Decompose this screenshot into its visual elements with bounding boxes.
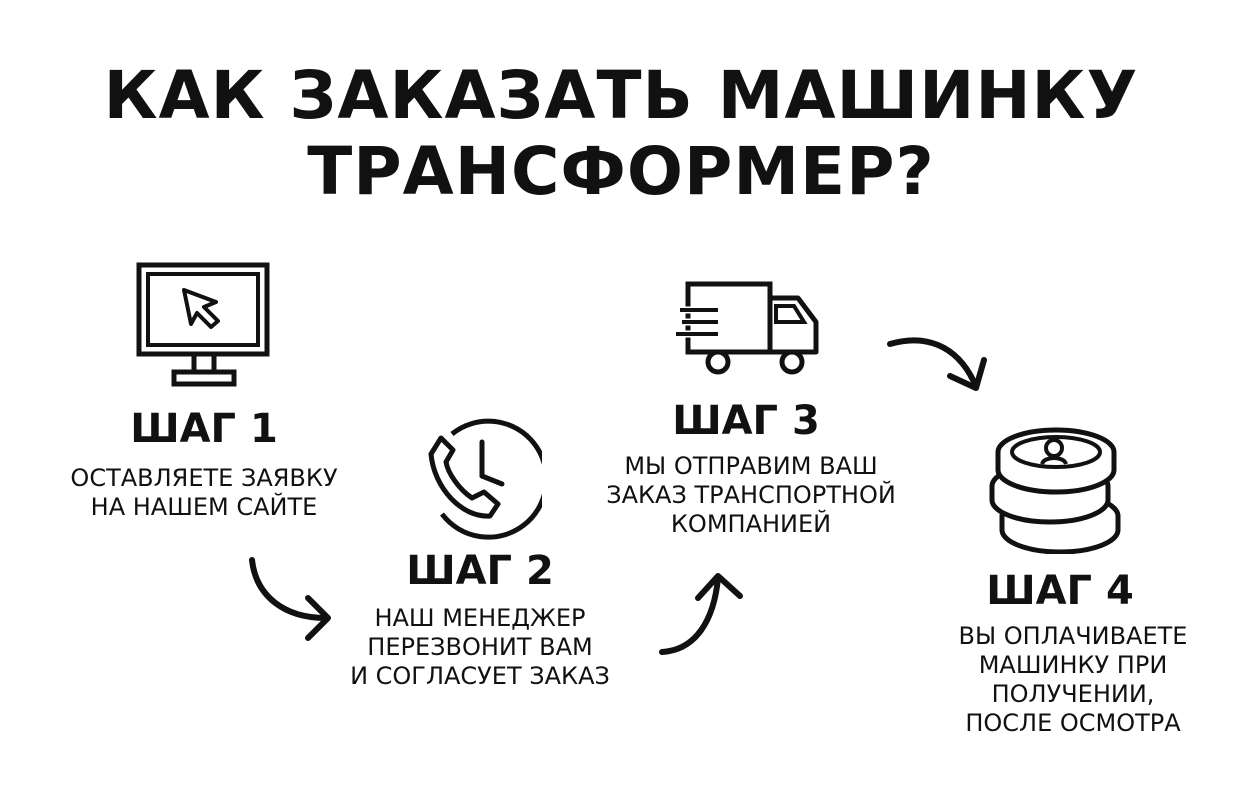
coin-stack-icon — [989, 427, 1121, 554]
step-3-line-1: МЫ ОТПРАВИМ ВАШ — [624, 452, 878, 480]
step-4-description: ВЫ ОПЛАЧИВАЕТЕ МАШИНКУ ПРИ ПОЛУЧЕНИИ, ПО… — [938, 622, 1208, 738]
step-4-title: ШАГ 4 — [986, 568, 1134, 614]
step-2-description: НАШ МЕНЕДЖЕР ПЕРЕЗВОНИТ ВАМ И СОГЛАСУЕТ … — [334, 604, 626, 691]
step-2-line-2: ПЕРЕЗВОНИТ ВАМ — [367, 633, 593, 661]
arrow-step3-to-step4 — [887, 337, 987, 391]
step-2-line-3: И СОГЛАСУЕТ ЗАКАЗ — [350, 662, 610, 690]
step-3-line-2: ЗАКАЗ ТРАНСПОРТНОЙ — [606, 481, 896, 509]
step-3-description: МЫ ОТПРАВИМ ВАШ ЗАКАЗ ТРАНСПОРТНОЙ КОМПА… — [596, 452, 906, 539]
step-4-line-3: ПОЛУЧЕНИИ, — [991, 680, 1155, 708]
step-2-line-1: НАШ МЕНЕДЖЕР — [374, 604, 586, 632]
step-1-line-1: ОСТАВЛЯЕТЕ ЗАЯВКУ — [70, 464, 338, 492]
arrow-step2-to-step3 — [659, 573, 743, 655]
step-4-line-2: МАШИНКУ ПРИ — [978, 651, 1168, 679]
phone-clock-icon — [428, 418, 542, 540]
step-3-line-3: КОМПАНИЕЙ — [670, 510, 832, 538]
step-4-line-1: ВЫ ОПЛАЧИВАЕТЕ — [958, 622, 1188, 650]
arrow-step1-to-step2 — [249, 557, 331, 641]
title-line-1: КАК ЗАКАЗАТЬ МАШИНКУ — [103, 57, 1139, 134]
computer-cursor-icon — [136, 262, 270, 387]
step-2-title: ШАГ 2 — [406, 548, 554, 594]
title-line-2: ТРАНСФОРМЕР? — [307, 133, 935, 210]
step-4-line-4: ПОСЛЕ ОСМОТРА — [965, 709, 1181, 737]
step-3-title: ШАГ 3 — [672, 398, 820, 444]
step-1-title: ШАГ 1 — [130, 406, 278, 452]
step-1-description: ОСТАВЛЯЕТЕ ЗАЯВКУ НА НАШЕМ САЙТЕ — [54, 464, 354, 522]
step-1-line-2: НА НАШЕМ САЙТЕ — [90, 493, 318, 521]
delivery-truck-icon — [674, 281, 819, 375]
page-title: КАК ЗАКАЗАТЬ МАШИНКУ ТРАНСФОРМЕР? — [0, 58, 1242, 210]
